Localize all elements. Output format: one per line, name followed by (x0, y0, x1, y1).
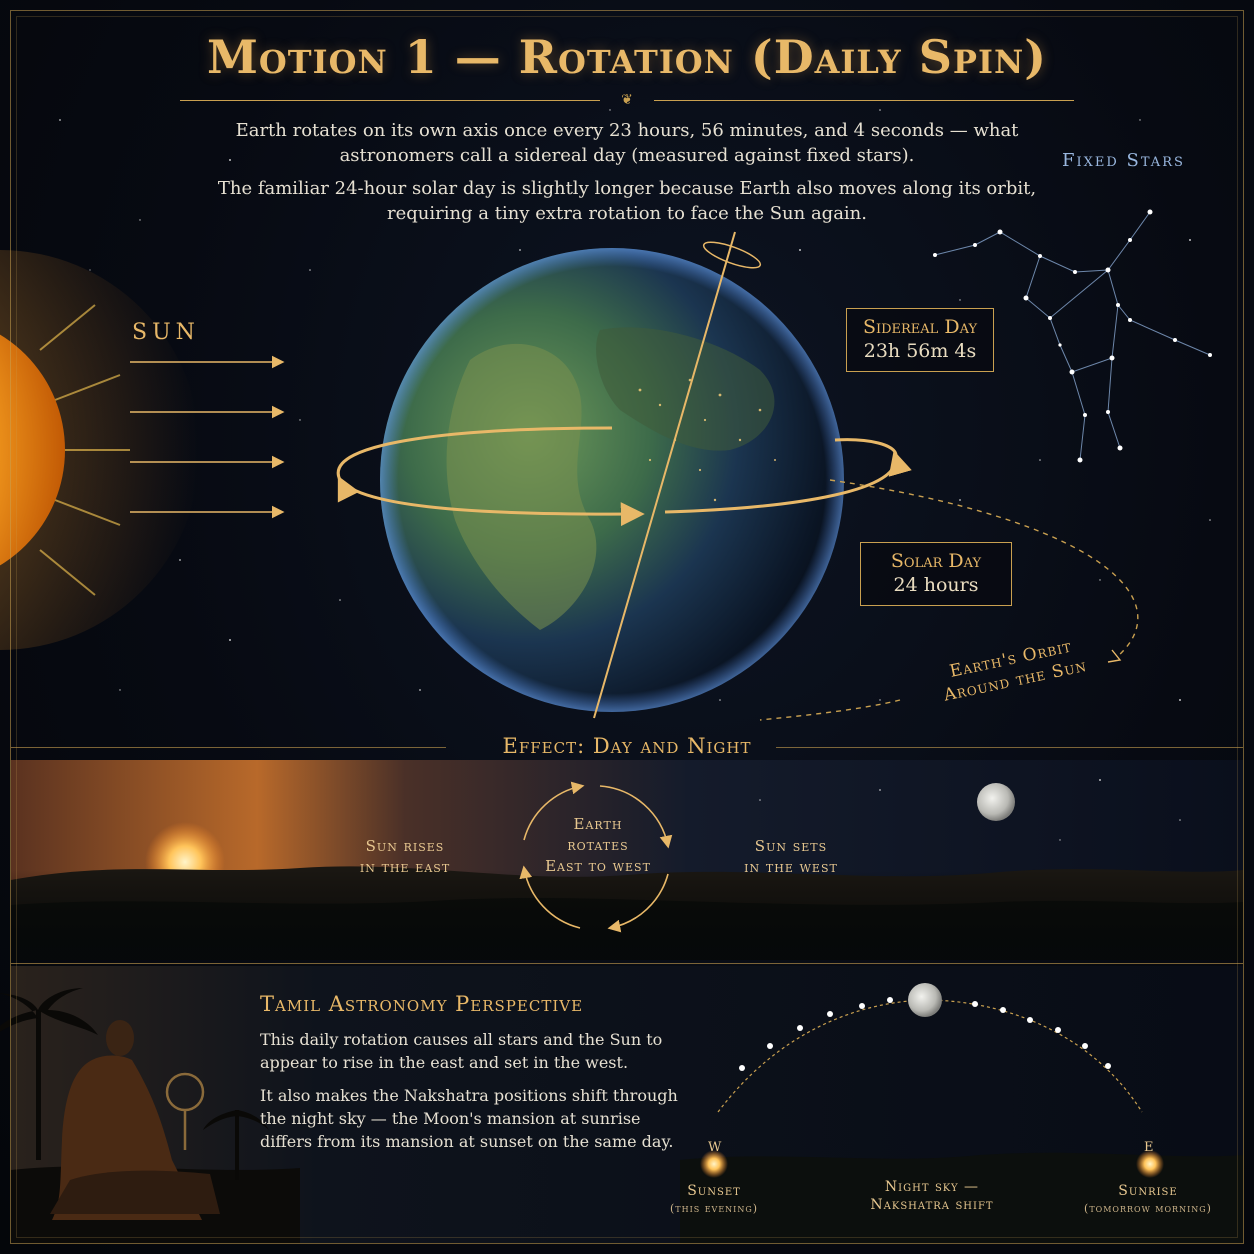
tamil-divider (11, 963, 1243, 964)
constellation-stars (933, 209, 1212, 463)
fixed-stars-label: Fixed Stars (1062, 150, 1185, 171)
solar-day-value: 24 hours (893, 574, 979, 596)
solar-day-title: Solar Day (890, 550, 982, 572)
orbit-path (759, 479, 1139, 721)
sunlight-arrows (130, 355, 285, 519)
page-title: Motion 1 — Rotation (Daily Spin) (207, 30, 1047, 84)
sunrise-label-sub: (tomorrow morning) (1084, 1202, 1212, 1215)
sunset-label-sub: (this evening) (669, 1202, 759, 1215)
sunset-caption-line-2: in the west (744, 858, 838, 876)
night-sky-label: Night sky — Nakshatra shift (842, 1178, 1022, 1214)
solar-day-box: Solar Day 24 hours (860, 542, 1012, 606)
rotation-caption-line-2: rotates (567, 836, 629, 854)
sunrise-caption: Sun rises in the east (330, 836, 480, 878)
intro-paragraph-1: Earth rotates on its own axis once every… (235, 120, 1019, 166)
east-marker: E (1144, 1140, 1154, 1155)
tamil-astronomy-scene (0, 966, 1243, 1243)
tamil-section-title: Tamil Astronomy Perspective (260, 992, 584, 1016)
sage-figure (50, 1020, 220, 1220)
star-field (59, 59, 1211, 701)
effect-divider-right (776, 747, 1243, 748)
earth-illustration (336, 231, 912, 719)
west-marker: W (708, 1140, 722, 1155)
effect-divider-left (11, 747, 446, 748)
sidereal-day-box: Sidereal Day 23h 56m 4s (846, 308, 994, 372)
effect-title: Effect: Day and Night (502, 734, 752, 758)
tamil-paragraph-2: It also makes the Nakshatra positions sh… (260, 1086, 678, 1151)
night-sky-line-1: Night sky — (884, 1179, 980, 1195)
day-night-scene (11, 760, 1243, 960)
sunrise-label: Sunrise (tomorrow morning) (1068, 1182, 1228, 1218)
tamil-section-body: This daily rotation causes all stars and… (260, 1028, 680, 1153)
sunset-caption-line-1: Sun sets (754, 837, 828, 855)
sun-illustration (0, 250, 200, 650)
intro-text: Earth rotates on its own axis once every… (200, 118, 1054, 226)
sunset-label: Sunset (this evening) (654, 1182, 774, 1218)
sunset-caption: Sun sets in the west (716, 836, 866, 878)
sun-label: SUN (132, 320, 200, 345)
rotation-caption: Earth rotates East to west (522, 814, 674, 877)
title-ornament: ❦ (621, 92, 633, 108)
sunrise-caption-line-2: in the east (359, 858, 451, 876)
sidereal-day-title: Sidereal Day (862, 316, 978, 338)
rotation-caption-line-3: East to west (545, 857, 651, 875)
tamil-paragraph-1: This daily rotation causes all stars and… (260, 1030, 663, 1072)
rotation-caption-line-1: Earth (573, 815, 623, 833)
sunrise-caption-line-1: Sun rises (365, 837, 445, 855)
intro-paragraph-2: The familiar 24-hour solar day is slight… (217, 178, 1037, 224)
night-sky-line-2: Nakshatra shift (870, 1197, 994, 1213)
sunset-label-title: Sunset (687, 1183, 741, 1199)
title-rule-right (654, 100, 1074, 101)
title-rule-left (180, 100, 600, 101)
sidereal-day-value: 23h 56m 4s (863, 340, 977, 362)
sunrise-label-title: Sunrise (1118, 1183, 1178, 1199)
